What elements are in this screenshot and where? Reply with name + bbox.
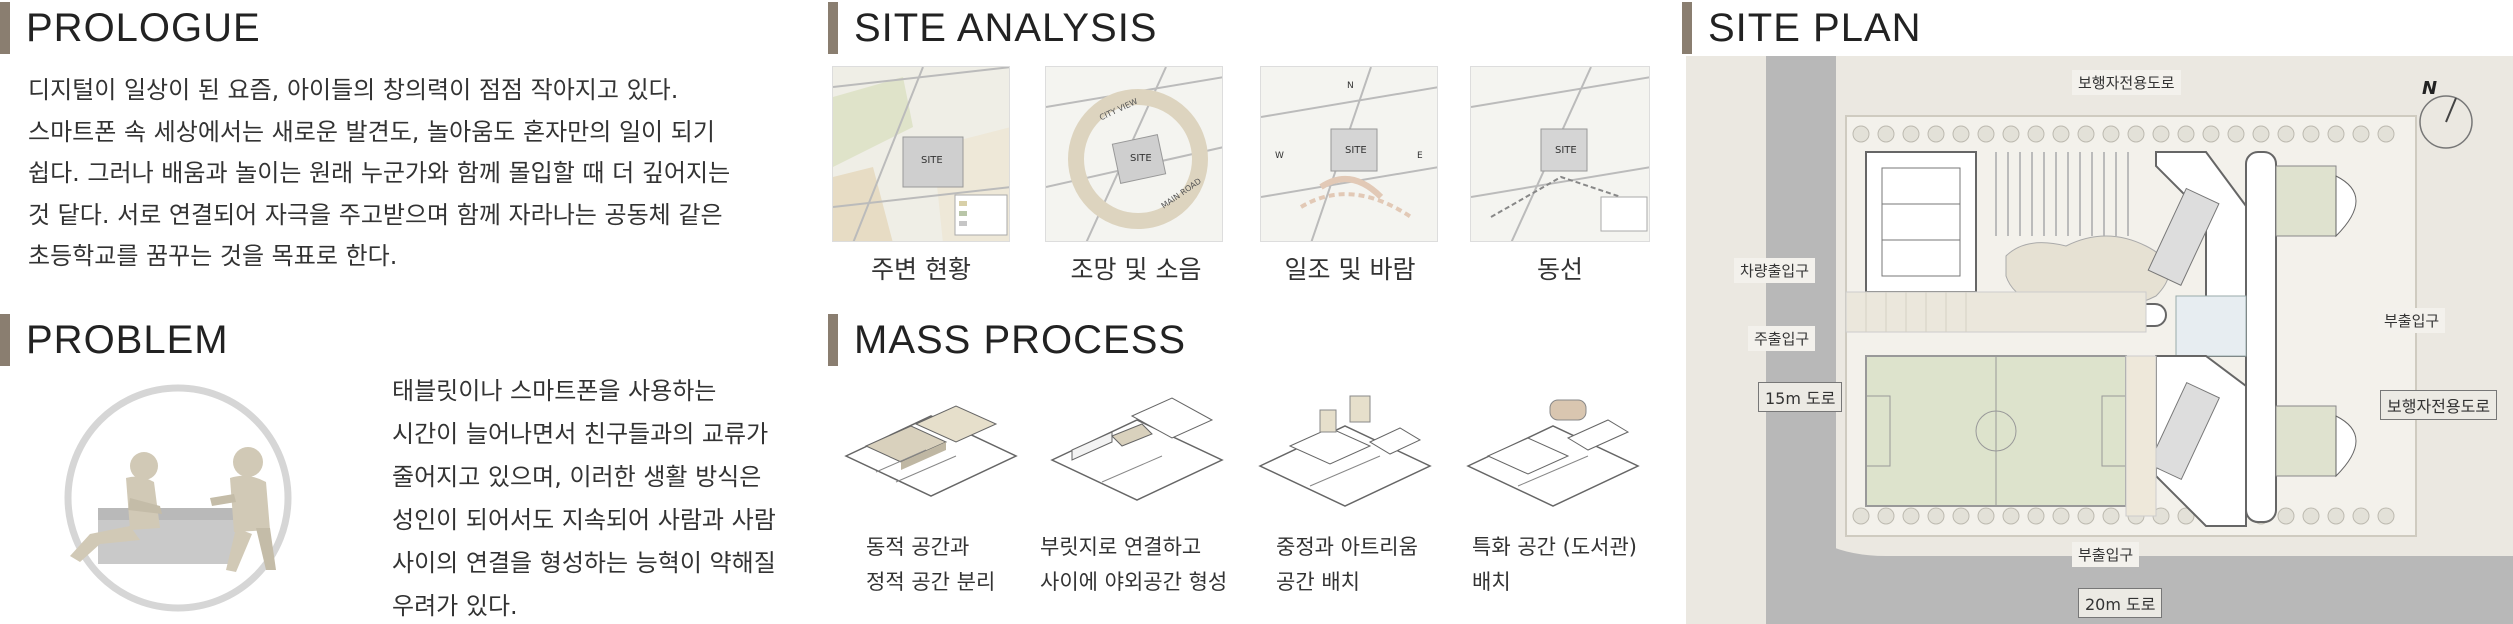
sun-wind-caption: 일조 및 바람	[1284, 255, 1416, 284]
site-label: SITE	[1345, 145, 1367, 156]
west-label: W	[1275, 151, 1284, 161]
prologue-header: PROLOGUE	[0, 0, 261, 56]
north-arrow-label: N	[2422, 78, 2438, 99]
mass-step-2-caption: 부릿지로 연결하고 사이에 야외공간 형성	[1040, 530, 1227, 600]
site-plan-drawing: N 보행자전용도로 차량출입구 주출입구 15m 도로 부출입구 보행자전용도로…	[1686, 56, 2513, 624]
right-sub-entry-label: 부출입구	[2378, 308, 2446, 333]
caption-line: 사이에 야외공간 형성	[1040, 570, 1228, 594]
circulation-map: SITE	[1470, 66, 1650, 242]
site-analysis-header: SITE ANALYSIS	[828, 0, 1158, 56]
title-accent-bar	[828, 314, 838, 366]
prologue-line: 스마트폰 속 세상에서는 새로운 발견도, 놀아움도 혼자만의 일이 되기	[28, 117, 715, 146]
context-map-drawing	[833, 67, 1009, 241]
site-plan-svg	[1686, 56, 2513, 624]
site-plan-title: SITE PLAN	[1708, 5, 1922, 50]
road-15m-label: 15m 도로	[1758, 382, 1843, 412]
problem-line: 시간이 늘어나면서 친구들과의 교류가	[392, 420, 769, 448]
mass-process-header: MASS PROCESS	[828, 312, 1186, 368]
problem-line: 사이의 연결을 형성하는 능혁이 약해질	[392, 549, 776, 577]
problem-line: 성인이 되어서도 지속되어 사람과 사람	[392, 506, 776, 534]
view-noise-map: SITE CITY VIEW MAIN ROAD	[1045, 66, 1223, 242]
problem-text: 태블릿이나 스마트폰을 사용하는 시간이 늘어나면서 친구들과의 교류가 줄어지…	[392, 370, 776, 624]
circulation-caption: 동선	[1536, 255, 1583, 284]
prologue-text: 디지털이 일상이 된 요즘, 아이들의 창의력이 점점 작아지고 있다. 스마트…	[28, 70, 730, 278]
north-label: N	[1347, 81, 1354, 91]
title-accent-bar	[828, 2, 838, 54]
view-noise-caption: 조망 및 소음	[1070, 255, 1202, 284]
site-context-map: SITE	[832, 66, 1010, 242]
prologue-line: 쉽다. 그러나 배움과 놀이는 원래 누군가와 함께 몰입할 때 더 깊어지는	[28, 159, 731, 187]
mass-step-1-caption: 동적 공간과 정적 공간 분리	[866, 530, 995, 600]
sun-map-drawing	[1261, 67, 1437, 241]
title-accent-bar	[1682, 2, 1692, 54]
caption-line: 중정과 아트리움	[1276, 535, 1418, 559]
mass-step-4-caption: 특화 공간 (도서관) 배치	[1472, 530, 1637, 600]
caption-line: 공간 배치	[1276, 570, 1360, 594]
site-label: SITE	[1555, 145, 1577, 156]
bottom-sub-entry-label: 부출입구	[2072, 542, 2140, 567]
caption-line: 정적 공간 분리	[866, 570, 996, 594]
circulation-map-drawing	[1471, 67, 1649, 241]
problem-line: 줄어지고 있으며, 이러한 생활 방식은	[392, 463, 762, 491]
title-accent-bar	[0, 2, 10, 54]
site-analysis-title: SITE ANALYSIS	[854, 5, 1158, 50]
view-map-drawing	[1046, 67, 1222, 241]
road-20m-label: 20m 도로	[2078, 588, 2163, 618]
mass-step-3-caption: 중정과 아트리움 공간 배치	[1276, 530, 1418, 600]
mass-step-3-diagram	[1258, 395, 1432, 507]
prologue-line: 디지털이 일상이 된 요즘, 아이들의 창의력이 점점 작아지고 있다.	[28, 76, 679, 104]
sun-wind-map: SITE N E W	[1260, 66, 1438, 242]
vehicle-entry-label: 차량출입구	[1734, 258, 1816, 283]
top-pedestrian-road-label: 보행자전용도로	[2072, 70, 2181, 95]
problem-line: 우려가 있다.	[392, 592, 518, 620]
caption-line: 부릿지로 연결하고	[1040, 535, 1202, 559]
caption-line: 배치	[1472, 570, 1511, 594]
mass-step-2-diagram	[1050, 397, 1224, 501]
site-label: SITE	[1130, 153, 1152, 164]
mass-step-4-diagram	[1466, 399, 1640, 507]
title-accent-bar	[0, 314, 10, 366]
site-label: SITE	[921, 155, 943, 166]
problem-header: PROBLEM	[0, 312, 229, 368]
caption-line: 동적 공간과	[866, 535, 970, 559]
east-label: E	[1417, 151, 1423, 161]
prologue-title: PROLOGUE	[26, 5, 261, 50]
problem-title: PROBLEM	[26, 317, 229, 362]
right-pedestrian-road-label: 보행자전용도로	[2380, 390, 2498, 420]
mass-process-title: MASS PROCESS	[854, 317, 1187, 362]
site-context-caption: 주변 현황	[871, 255, 971, 284]
caption-line: 특화 공간 (도서관)	[1472, 535, 1637, 559]
problem-illustration	[64, 384, 292, 612]
prologue-line: 초등학교를 꿈꾸는 것을 목표로 한다.	[28, 242, 398, 270]
mass-step-1-diagram	[844, 405, 1018, 497]
main-entry-label: 주출입구	[1748, 326, 1816, 351]
prologue-line: 것 닽다. 서로 연결되어 자극을 주고받으며 함께 자라나는 공동체 같은	[28, 200, 723, 229]
site-plan-header: SITE PLAN	[1682, 0, 1922, 56]
problem-line: 태블릿이나 스마트폰을 사용하는	[392, 377, 717, 405]
